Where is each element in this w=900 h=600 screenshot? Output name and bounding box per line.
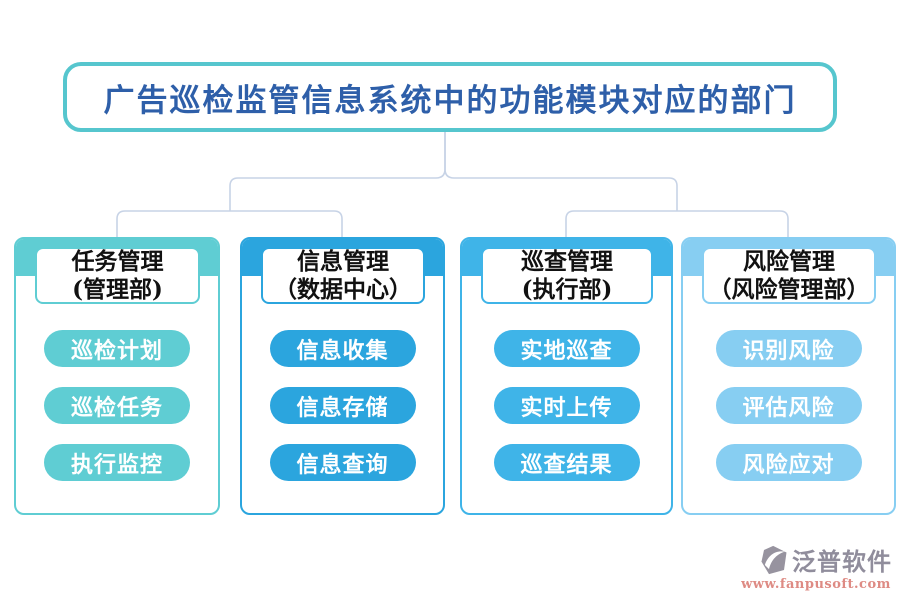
column-department: (管理部) [72, 275, 163, 303]
vendor-name: 泛普软件 [792, 547, 892, 576]
module-node: 评估风险 [715, 387, 862, 424]
module-node: 执行监控 [44, 444, 190, 481]
module-node: 信息存储 [269, 387, 416, 424]
module-column-task-management: 任务管理 (管理部) 巡检计划 巡检任务 执行监控 [14, 237, 220, 515]
vendor-watermark: 泛普软件 www.fanpusoft.com [740, 542, 892, 592]
diagram-title: 广告巡检监管信息系统中的功能模块对应的部门 [103, 82, 797, 119]
column-header: 信息管理 （数据中心） [261, 247, 425, 304]
column-header: 任务管理 (管理部) [35, 247, 200, 304]
module-node: 信息收集 [269, 330, 416, 367]
module-node: 实地巡查 [493, 330, 640, 367]
diagram-title-box: 广告巡检监管信息系统中的功能模块对应的部门 [63, 62, 837, 132]
module-node: 信息查询 [269, 444, 416, 481]
module-node: 巡检计划 [44, 330, 190, 367]
column-header: 风险管理 （风险管理部） [702, 247, 876, 304]
module-node: 巡检任务 [44, 387, 190, 424]
column-department: （风险管理部） [708, 275, 870, 303]
module-node: 实时上传 [493, 387, 640, 424]
column-title: 信息管理 [297, 248, 389, 276]
module-node: 风险应对 [715, 444, 862, 481]
column-department: (执行部) [521, 275, 613, 303]
column-title: 巡查管理 [521, 248, 613, 276]
column-department: （数据中心） [274, 275, 412, 303]
module-column-inspection-management: 巡查管理 (执行部) 实地巡查 实时上传 巡查结果 [460, 237, 673, 515]
vendor-url: www.fanpusoft.com [741, 577, 891, 592]
fanpu-logo-icon [761, 545, 787, 574]
column-title: 风险管理 [743, 248, 835, 276]
module-column-information-management: 信息管理 （数据中心） 信息收集 信息存储 信息查询 [240, 237, 445, 515]
column-header: 巡查管理 (执行部) [481, 247, 653, 304]
module-node: 巡查结果 [493, 444, 640, 481]
module-node: 识别风险 [715, 330, 862, 367]
column-title: 任务管理 [71, 248, 164, 276]
module-column-risk-management: 风险管理 （风险管理部） 识别风险 评估风险 风险应对 [681, 237, 896, 515]
